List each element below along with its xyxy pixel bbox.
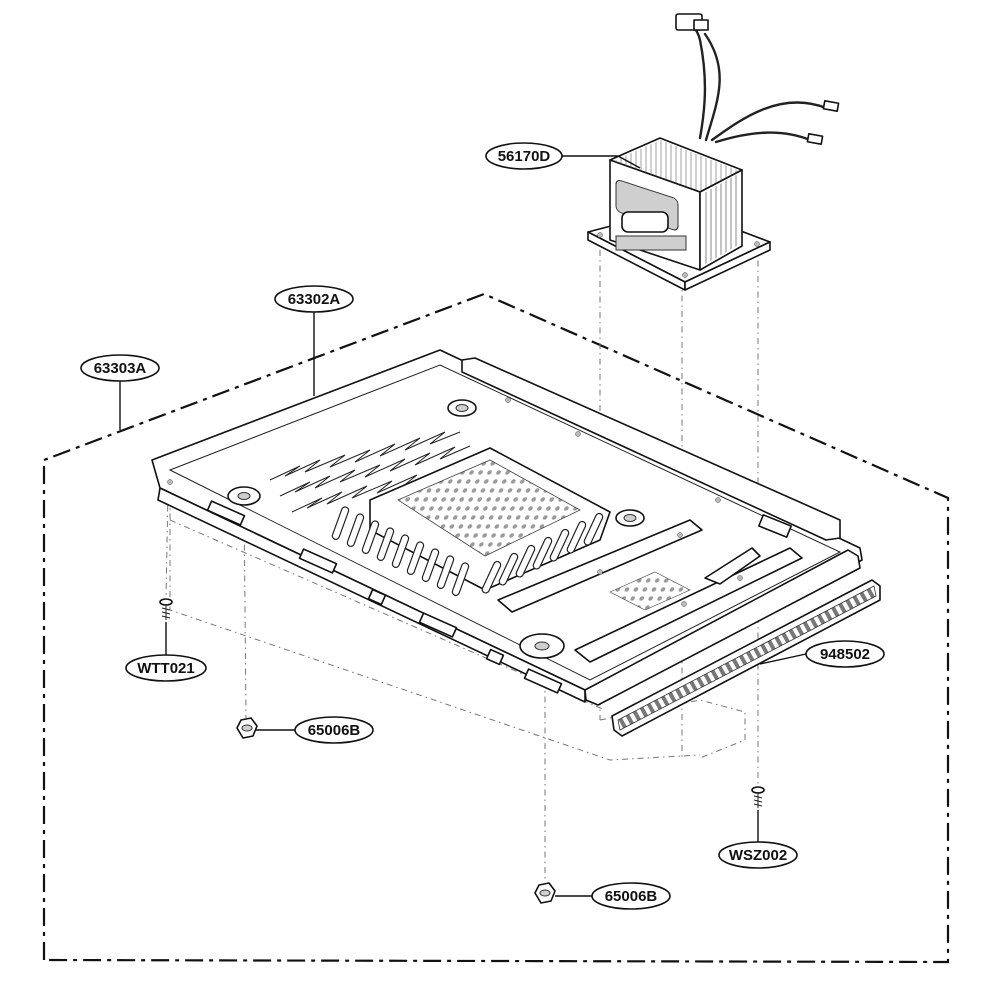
callout-screw-right[interactable]: WSZ002 <box>718 841 798 869</box>
transformer <box>587 137 771 291</box>
callout-base-plate[interactable]: 63302A <box>274 285 354 313</box>
callout-foot-left[interactable]: 65006B <box>294 716 374 744</box>
mounting-holes <box>167 397 743 607</box>
gasket-strip <box>611 579 881 737</box>
mounting-tabs <box>206 500 563 694</box>
callout-cabinet-assembly[interactable]: 63303A <box>80 354 160 382</box>
screw-right <box>751 786 765 808</box>
leader-lines <box>119 155 807 897</box>
callout-screw-left[interactable]: WTT021 <box>125 654 207 682</box>
callout-label: WSZ002 <box>729 847 787 864</box>
transformer-wires <box>675 13 840 145</box>
callout-transformer[interactable]: 56170D <box>485 142 563 170</box>
callout-label: 65006B <box>308 722 361 739</box>
callout-label: 63302A <box>288 291 341 308</box>
assembly-boundary <box>42 292 950 964</box>
foot-right <box>534 882 556 904</box>
slot-vents <box>331 506 604 596</box>
callout-foot-right[interactable]: 65006B <box>591 882 671 910</box>
callout-label: WTT021 <box>137 660 195 677</box>
foot-left <box>236 717 258 739</box>
base-plate <box>151 349 863 706</box>
callout-label: 948502 <box>820 646 870 663</box>
screw-left <box>159 598 173 620</box>
screw-bosses <box>227 399 645 659</box>
callout-label: 65006B <box>605 888 658 905</box>
callout-gasket-strip[interactable]: 948502 <box>805 640 885 668</box>
callout-label: 56170D <box>498 148 551 165</box>
callout-label: 63303A <box>94 360 147 377</box>
